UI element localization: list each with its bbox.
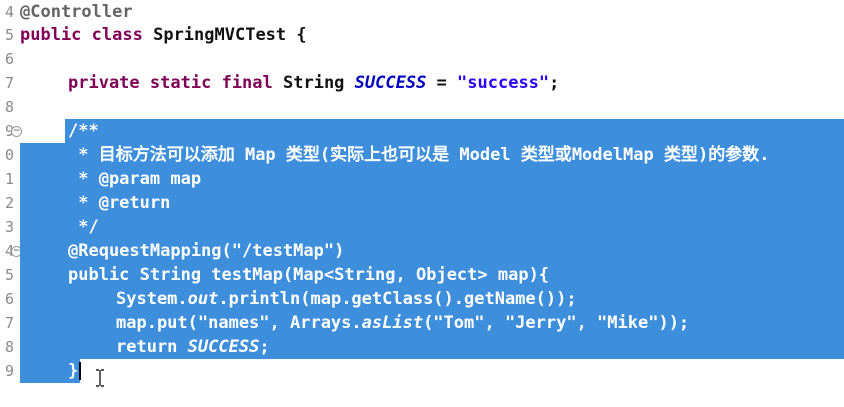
- code-line[interactable]: 4 @Controller: [0, 0, 844, 24]
- code-text[interactable]: return SUCCESS;: [116, 337, 270, 357]
- selection-highlight: [65, 119, 844, 143]
- code-text[interactable]: @RequestMapping("/testMap"): [68, 241, 345, 261]
- keyword-token: class: [91, 25, 143, 45]
- code-line[interactable]: 8: [0, 95, 844, 119]
- line-number: 9: [4, 122, 14, 140]
- line-number: 0: [4, 146, 14, 164]
- text-caret: [79, 362, 81, 380]
- code-text[interactable]: * @param map: [68, 169, 202, 189]
- line-number: 7: [4, 74, 14, 92]
- code-line[interactable]: 9 − /**: [0, 119, 844, 143]
- selection-highlight: [20, 167, 844, 191]
- constant-token: SUCCESS: [354, 73, 427, 93]
- selection-highlight: [20, 335, 844, 359]
- code-text[interactable]: /**: [68, 119, 99, 143]
- string-token: "success": [457, 73, 550, 93]
- fold-collapse-icon[interactable]: −: [11, 126, 22, 137]
- code-line[interactable]: 7 private static final String SUCCESS = …: [0, 71, 844, 95]
- code-line[interactable]: 2 * @return: [0, 191, 844, 215]
- line-number: 7: [4, 314, 14, 332]
- annotation-token: @Controller: [20, 2, 133, 22]
- selection-highlight: [20, 311, 844, 335]
- code-text[interactable]: private static final String SUCCESS = "s…: [68, 73, 560, 93]
- line-number: 8: [4, 338, 14, 356]
- selection-highlight: [20, 143, 844, 167]
- line-number: 2: [4, 194, 14, 212]
- line-number: 4: [4, 242, 14, 260]
- code-line[interactable]: 1 * @param map: [0, 167, 844, 191]
- line-number: 3: [4, 218, 14, 236]
- code-text[interactable]: @Controller: [20, 0, 133, 24]
- keyword-token: final: [221, 73, 273, 93]
- selection-highlight: [20, 287, 844, 311]
- keyword-token: public: [20, 25, 82, 45]
- code-line[interactable]: 6: [0, 47, 844, 71]
- code-text[interactable]: }: [68, 361, 79, 381]
- code-line[interactable]: 3 */: [0, 215, 844, 239]
- text-ibeam-cursor-icon: [96, 369, 104, 387]
- code-line[interactable]: 0 * 目标方法可以添加 Map 类型(实际上也可以是 Model 类型或Mod…: [0, 143, 844, 167]
- code-text[interactable]: public String testMap(Map<String, Object…: [68, 265, 550, 285]
- selection-highlight: [20, 215, 844, 239]
- line-number: 8: [4, 98, 14, 116]
- keyword-token: private: [68, 73, 140, 93]
- line-number: 6: [4, 50, 14, 68]
- code-line[interactable]: 4 − @RequestMapping("/testMap"): [0, 239, 844, 263]
- line-number: 5: [4, 266, 14, 284]
- line-number: 5: [4, 26, 14, 44]
- code-text[interactable]: System.out.println(map.getClass().getNam…: [116, 289, 577, 309]
- code-text[interactable]: * @return: [68, 193, 171, 213]
- line-number: 4: [4, 3, 14, 21]
- code-line[interactable]: 8 return SUCCESS;: [0, 335, 844, 359]
- code-line[interactable]: 5 public class SpringMVCTest {: [0, 23, 844, 47]
- keyword-token: static: [149, 73, 212, 93]
- selection-highlight: [20, 239, 844, 263]
- class-name-token: SpringMVCTest {: [142, 25, 307, 45]
- code-text[interactable]: */: [68, 217, 99, 237]
- code-text[interactable]: map.put("names", Arrays.asList("Tom", "J…: [116, 313, 690, 333]
- selection-highlight: [20, 191, 844, 215]
- line-number: 1: [4, 170, 14, 188]
- code-line[interactable]: 5 public String testMap(Map<String, Obje…: [0, 263, 844, 287]
- code-text[interactable]: public class SpringMVCTest {: [20, 23, 307, 47]
- code-line[interactable]: 6 System.out.println(map.getClass().getN…: [0, 287, 844, 311]
- code-line[interactable]: 9 }: [0, 359, 844, 383]
- line-number: 9: [4, 362, 14, 380]
- comment-token: /**: [68, 121, 99, 141]
- line-number: 6: [4, 290, 14, 308]
- selection-highlight: [20, 263, 844, 287]
- code-line[interactable]: 7 map.put("names", Arrays.asList("Tom", …: [0, 311, 844, 335]
- selection-highlight: [20, 359, 80, 383]
- code-text[interactable]: * 目标方法可以添加 Map 类型(实际上也可以是 Model 类型或Model…: [68, 145, 770, 165]
